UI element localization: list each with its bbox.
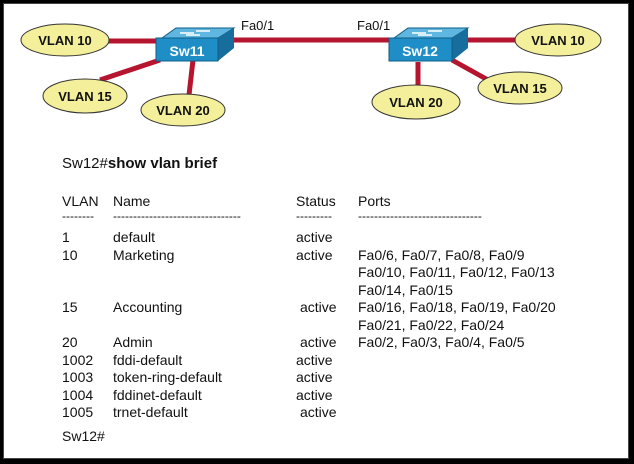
port-label-sw11: Fa0/1 xyxy=(241,18,274,33)
switch-sw12[interactable]: Sw12 xyxy=(388,27,470,62)
vlan-node: VLAN 10 xyxy=(20,23,110,57)
switch-arrows-icon xyxy=(412,30,442,36)
vlan-name: Admin xyxy=(113,334,153,350)
command: show vlan brief xyxy=(107,155,218,172)
switch-label: Sw11 xyxy=(169,43,204,59)
vlan-id: 15 xyxy=(62,299,78,315)
header-ports: Ports xyxy=(358,193,391,209)
switch-label: Sw12 xyxy=(402,43,438,59)
switch-front xyxy=(388,37,453,62)
vlan-status: active xyxy=(300,299,337,315)
vlan-status: active xyxy=(296,246,333,263)
vlan-status: active xyxy=(296,386,333,403)
vlan-name: default xyxy=(113,229,156,245)
switch-sw11[interactable]: Sw11 xyxy=(155,27,236,62)
vlan-status: active xyxy=(296,351,333,368)
separator-vlan: -------- xyxy=(62,209,94,223)
switch-side xyxy=(452,28,468,61)
vlan-name: fddinet-default xyxy=(113,386,202,403)
separator-status: --------- xyxy=(296,209,332,223)
header-name: Name xyxy=(113,193,151,209)
svg-text:VLAN 20: VLAN 20 xyxy=(389,95,442,110)
vlan-status: active xyxy=(296,369,333,385)
vlan-node: VLAN 10 xyxy=(514,23,602,57)
vlan-ports: Fa0/10, Fa0/11, Fa0/12, Fa0/13 xyxy=(358,264,555,280)
svg-text:VLAN 20: VLAN 20 xyxy=(156,103,209,118)
port-label-sw12: Fa0/1 xyxy=(357,18,390,33)
vlan-node: VLAN 15 xyxy=(42,78,128,114)
vlan-node: VLAN 20 xyxy=(140,93,226,127)
header-vlan: VLAN xyxy=(62,193,99,209)
final-prompt: Sw12# xyxy=(62,428,105,444)
svg-text:VLAN 15: VLAN 15 xyxy=(493,81,546,96)
command-line: Sw12#show vlan brief xyxy=(62,155,217,172)
svg-text:VLAN 10: VLAN 10 xyxy=(38,33,91,48)
vlan-name: Accounting xyxy=(113,299,183,315)
vlan-id: 1002 xyxy=(62,351,94,368)
prompt: Sw12# xyxy=(62,155,108,172)
link-sw12-vlan15 xyxy=(450,57,490,83)
vlan-id: 1005 xyxy=(62,404,94,420)
vlan-name: Marketing xyxy=(113,246,175,263)
network-topology: Sw11 Sw12 Fa0/1 Fa0/1 VLAN 10 VLAN 15 VL… xyxy=(20,18,602,127)
vlan-node: VLAN 15 xyxy=(477,71,563,105)
vlan-status: active xyxy=(296,229,333,245)
vlan-name: token-ring-default xyxy=(113,369,222,385)
switch-arrows-icon xyxy=(180,30,210,36)
vlan-id: 1003 xyxy=(62,369,94,385)
vlan-status: active xyxy=(300,334,337,350)
vlan-id: 1004 xyxy=(62,386,94,403)
separator-name: -------------------------------- xyxy=(113,209,241,223)
vlan-name: trnet-default xyxy=(113,404,188,420)
links xyxy=(99,37,520,96)
vlan-ports: Fa0/14, Fa0/15 xyxy=(358,281,453,298)
vlan-node: VLAN 20 xyxy=(371,84,461,120)
svg-text:VLAN 15: VLAN 15 xyxy=(58,89,111,104)
vlan-id: 1 xyxy=(62,229,70,245)
svg-text:VLAN 10: VLAN 10 xyxy=(531,33,584,48)
vlan-ports: Fa0/6, Fa0/7, Fa0/8, Fa0/9 xyxy=(358,246,525,263)
vlan-status: active xyxy=(300,404,337,420)
link-sw11-vlan20 xyxy=(186,59,196,96)
vlan-ports: Fa0/21, Fa0/22, Fa0/24 xyxy=(358,316,505,333)
vlan-id: 20 xyxy=(62,334,78,350)
vlan-name: fddi-default xyxy=(113,351,183,368)
switch-side xyxy=(218,28,234,61)
separator-ports: ------------------------------- xyxy=(358,209,482,223)
vlan-ports: Fa0/16, Fa0/18, Fa0/19, Fa0/20 xyxy=(358,299,556,315)
link-sw11-vlan15 xyxy=(99,57,161,83)
vlan-id: 10 xyxy=(62,246,78,263)
vlan-ports: Fa0/2, Fa0/3, Fa0/4, Fa0/5 xyxy=(358,334,525,350)
header-status: Status xyxy=(296,193,336,209)
switch-front xyxy=(155,37,219,62)
